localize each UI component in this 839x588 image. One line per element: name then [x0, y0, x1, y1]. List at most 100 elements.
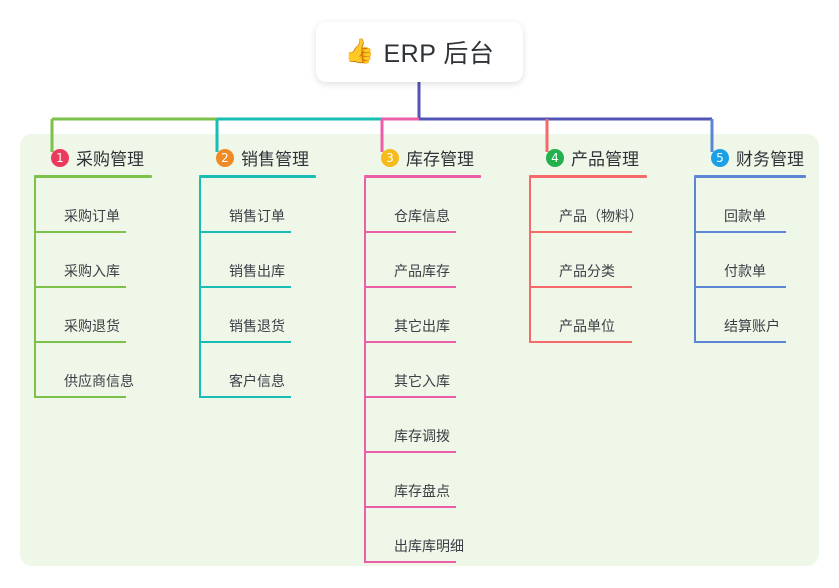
leaf-label: 客户信息 [229, 373, 285, 389]
branch-column-3: 3 库存管理仓库信息产品库存其它出库其它入库库存调拨库存盘点出库库明细 [364, 145, 516, 563]
leaf-label: 采购退货 [64, 318, 120, 334]
branch-label: 销售管理 [241, 150, 309, 169]
leaf-rule [529, 286, 632, 288]
leaf-label: 库存盘点 [394, 483, 450, 499]
leaf-label: 回款单 [724, 208, 766, 224]
leaf-label: 采购入库 [64, 263, 120, 279]
branch-header-2[interactable]: 2 销售管理 [199, 145, 351, 170]
leaf-list: 回款单付款单结算账户 [694, 178, 839, 343]
branch-column-4: 4 产品管理产品（物料） 产品分类产品单位 [529, 145, 689, 343]
root-node[interactable]: 👍 ERP 后台 [316, 22, 523, 82]
leaf-rule [364, 231, 456, 233]
branch-spine [364, 178, 366, 563]
leaf-rule [199, 286, 291, 288]
leaf-list: 采购订单采购入库采购退货供应商信息 [34, 178, 186, 398]
diagram-background-panel [20, 134, 819, 566]
leaf-rule [199, 396, 291, 398]
thumbs-up-icon: 👍 [344, 38, 375, 65]
branch-label: 库存管理 [406, 150, 474, 169]
root-title: ERP 后台 [383, 40, 495, 68]
leaf-rule [34, 286, 126, 288]
leaf-item[interactable]: 库存调拨 [364, 398, 516, 453]
leaf-item[interactable]: 销售退货 [199, 288, 351, 343]
leaf-item[interactable]: 仓库信息 [364, 178, 516, 233]
leaf-rule [34, 231, 126, 233]
leaf-label: 销售出库 [229, 263, 285, 279]
leaf-label: 供应商信息 [64, 373, 134, 389]
leaf-label: 采购订单 [64, 208, 120, 224]
branch-badge-3: 3 [381, 148, 399, 167]
branch-column-1: 1 采购管理采购订单采购入库采购退货供应商信息 [34, 145, 186, 398]
leaf-item[interactable]: 库存盘点 [364, 453, 516, 508]
leaf-rule [199, 341, 291, 343]
leaf-item[interactable]: 采购退货 [34, 288, 186, 343]
branch-header-1[interactable]: 1 采购管理 [34, 145, 186, 170]
leaf-rule [694, 341, 786, 343]
leaf-item[interactable]: 出库库明细 [364, 508, 516, 563]
leaf-label: 其它入库 [394, 373, 450, 389]
branch-label: 财务管理 [736, 150, 804, 169]
leaf-label: 其它出库 [394, 318, 450, 334]
leaf-label: 产品库存 [394, 263, 450, 279]
branch-column-2: 2 销售管理销售订单销售出库销售退货客户信息 [199, 145, 351, 398]
branch-spine [34, 178, 36, 398]
leaf-item[interactable]: 其它入库 [364, 343, 516, 398]
leaf-item[interactable]: 产品库存 [364, 233, 516, 288]
leaf-list: 仓库信息产品库存其它出库其它入库库存调拨库存盘点出库库明细 [364, 178, 516, 563]
leaf-label: 产品（物料） [559, 208, 643, 224]
branch-header-rule [529, 175, 647, 178]
branch-header-5[interactable]: 5 财务管理 [694, 145, 839, 170]
branch-header-rule [34, 175, 152, 178]
leaf-list: 销售订单销售出库销售退货客户信息 [199, 178, 351, 398]
branch-header-4[interactable]: 4 产品管理 [529, 145, 689, 170]
branch-badge-4: 4 [546, 148, 564, 167]
leaf-item[interactable]: 付款单 [694, 233, 839, 288]
leaf-item[interactable]: 结算账户 [694, 288, 839, 343]
leaf-label: 出库库明细 [394, 538, 464, 554]
leaf-label: 付款单 [724, 263, 766, 279]
branch-column-5: 5 财务管理回款单付款单结算账户 [694, 145, 839, 343]
leaf-rule [694, 286, 786, 288]
leaf-label: 产品分类 [559, 263, 615, 279]
branch-badge-1: 1 [51, 148, 69, 167]
leaf-item[interactable]: 销售出库 [199, 233, 351, 288]
leaf-item[interactable]: 供应商信息 [34, 343, 186, 398]
leaf-item[interactable]: 产品单位 [529, 288, 689, 343]
leaf-label: 库存调拨 [394, 428, 450, 444]
leaf-item[interactable]: 产品分类 [529, 233, 689, 288]
leaf-item[interactable]: 客户信息 [199, 343, 351, 398]
leaf-label: 仓库信息 [394, 208, 450, 224]
leaf-item[interactable]: 采购订单 [34, 178, 186, 233]
leaf-item[interactable]: 采购入库 [34, 233, 186, 288]
branch-header-rule [364, 175, 481, 178]
branch-badge-2: 2 [216, 148, 234, 167]
leaf-rule [364, 286, 456, 288]
leaf-rule [529, 231, 632, 233]
leaf-rule [364, 341, 456, 343]
leaf-rule [199, 231, 291, 233]
leaf-label: 产品单位 [559, 318, 615, 334]
leaf-list: 产品（物料） 产品分类产品单位 [529, 178, 689, 343]
branch-label: 产品管理 [571, 150, 639, 169]
branch-label: 采购管理 [76, 150, 144, 169]
branch-header-3[interactable]: 3 库存管理 [364, 145, 516, 170]
branch-spine [199, 178, 201, 398]
leaf-item[interactable]: 产品（物料） [529, 178, 689, 233]
leaf-label: 销售订单 [229, 208, 285, 224]
leaf-rule [364, 506, 456, 508]
branch-badge-5: 5 [711, 148, 729, 167]
leaf-rule [34, 341, 126, 343]
leaf-rule [364, 451, 456, 453]
leaf-item[interactable]: 其它出库 [364, 288, 516, 343]
branch-spine [694, 178, 696, 343]
leaf-rule [364, 396, 456, 398]
leaf-label: 销售退货 [229, 318, 285, 334]
leaf-item[interactable]: 回款单 [694, 178, 839, 233]
leaf-item[interactable]: 销售订单 [199, 178, 351, 233]
branch-header-rule [199, 175, 316, 178]
leaf-rule [364, 561, 456, 563]
leaf-label: 结算账户 [724, 318, 780, 334]
leaf-rule [529, 341, 632, 343]
leaf-rule [694, 231, 786, 233]
